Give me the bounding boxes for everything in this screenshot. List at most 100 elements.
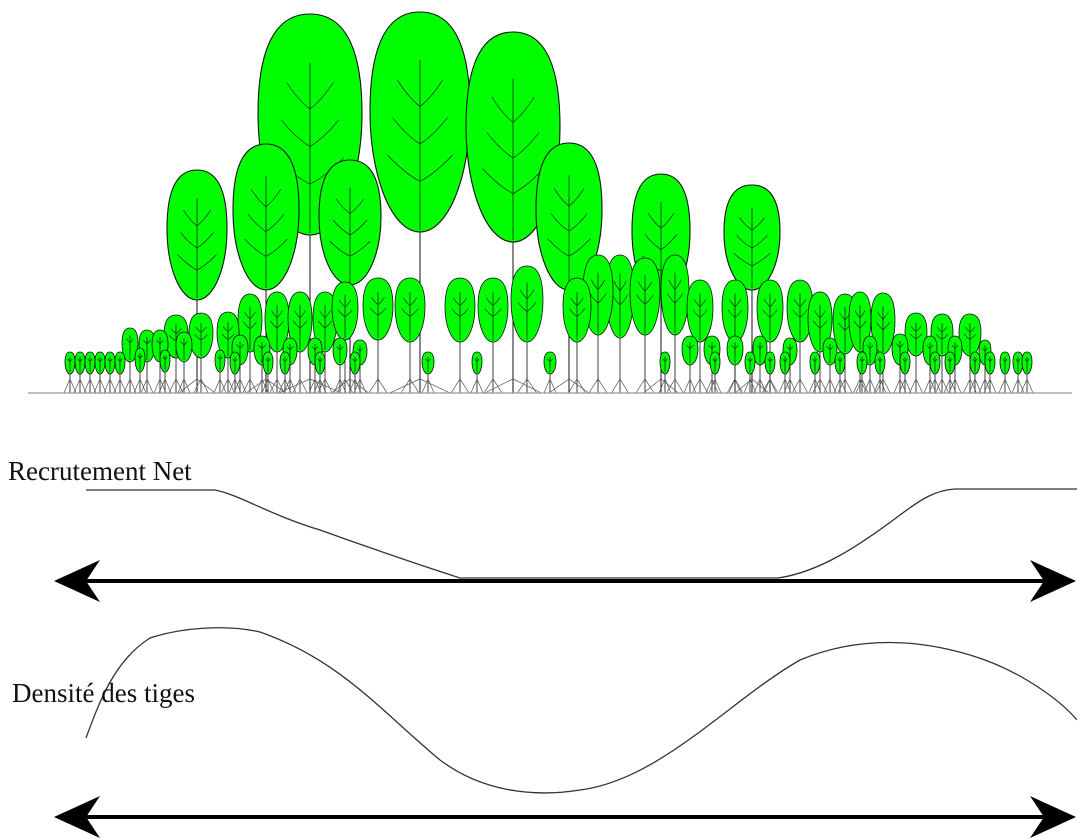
tree-crown	[807, 291, 833, 353]
tree-root	[178, 378, 216, 394]
tree-crown	[999, 351, 1011, 375]
tree-crown	[944, 351, 956, 375]
tree-crown	[104, 351, 116, 375]
tree-crown	[744, 351, 756, 375]
tree-root	[133, 378, 147, 394]
tree-root	[691, 378, 709, 394]
tree-crown	[114, 351, 126, 375]
tree-root	[791, 378, 809, 394]
tree-root	[734, 378, 770, 394]
tree-root	[743, 378, 757, 394]
tree-root	[635, 378, 655, 394]
tree-crown	[723, 184, 781, 291]
tree-root	[666, 378, 684, 394]
recruitment-curve	[86, 488, 1077, 579]
tree-crown	[214, 349, 226, 373]
tree-crown	[94, 351, 106, 375]
tree-root	[812, 378, 828, 394]
tree-crown	[834, 351, 846, 375]
tree-root	[705, 378, 719, 394]
tree-root	[808, 378, 822, 394]
tree-root	[103, 378, 117, 394]
tree-crown	[331, 281, 359, 341]
tree-crown	[660, 254, 690, 336]
tree-crown	[779, 351, 791, 375]
tree-root	[278, 378, 292, 394]
tree-roots	[63, 378, 1034, 394]
tree-root	[855, 378, 869, 394]
tree-crown	[166, 169, 228, 301]
tree-crown	[752, 335, 768, 366]
tree-root	[63, 378, 77, 394]
tree-root	[588, 378, 608, 394]
tree-crown	[958, 313, 982, 357]
tree-root	[83, 378, 97, 394]
tree-crown	[969, 351, 981, 375]
tree-crown	[362, 277, 394, 341]
tree-root	[948, 378, 962, 394]
tree-crown	[159, 349, 171, 373]
tree-crown	[809, 351, 821, 375]
tree-root	[568, 378, 586, 394]
tree-root	[213, 378, 227, 394]
tree-root	[93, 378, 107, 394]
tree-root	[517, 378, 537, 394]
tree-root	[968, 378, 982, 394]
tree-crown	[1021, 351, 1033, 375]
tree-root	[368, 378, 388, 394]
tree-crown	[188, 312, 214, 359]
tree-root	[909, 378, 923, 394]
tree-root	[317, 378, 333, 394]
tree-root	[292, 378, 308, 394]
tree-crown	[175, 331, 193, 363]
tree-root	[923, 378, 937, 394]
tree-root	[893, 378, 907, 394]
tree-root	[611, 378, 629, 394]
tree-root	[331, 378, 369, 394]
tree-crown	[721, 279, 749, 343]
tree-root	[763, 378, 777, 394]
tree-root	[1020, 378, 1034, 394]
tree-root	[283, 378, 297, 394]
recruitment-label: Recrutement Net	[8, 456, 192, 486]
tree-crown	[287, 291, 313, 353]
tree-crown	[332, 337, 348, 366]
tree-root	[177, 378, 191, 394]
tree-root	[548, 378, 590, 394]
tree-root	[898, 378, 912, 394]
tree-crown	[764, 351, 776, 375]
tree-root	[113, 378, 127, 394]
tree-crown	[229, 351, 241, 375]
tree-crown	[444, 277, 476, 343]
tree-crown	[659, 351, 671, 375]
tree-root	[123, 378, 137, 394]
tree-crown	[899, 351, 911, 375]
forest-profile	[64, 11, 1033, 375]
tree-root	[728, 378, 742, 394]
tree-root	[333, 378, 347, 394]
tree-crown	[904, 312, 928, 357]
tree-root	[484, 378, 542, 394]
tree-crown	[121, 327, 139, 363]
tree-root	[308, 378, 322, 394]
tree-root	[193, 378, 209, 394]
stem-density-label: Densité des tiges	[12, 678, 195, 708]
tree-root	[873, 378, 887, 394]
tree-crown	[1012, 351, 1024, 375]
tree-root	[255, 378, 269, 394]
tree-crown	[84, 351, 96, 375]
tree-crown	[929, 351, 941, 375]
tree-crown	[279, 351, 291, 375]
tree-root	[228, 378, 242, 394]
tree-root	[823, 378, 837, 394]
tree-crown	[262, 351, 274, 375]
tree-crown	[134, 347, 146, 373]
tree-root	[783, 378, 797, 394]
tree-crown	[394, 277, 426, 343]
tree-root	[336, 378, 354, 394]
tree-root	[353, 378, 367, 394]
tree-root	[753, 378, 767, 394]
tree-crown	[562, 277, 592, 343]
tree-root	[863, 378, 877, 394]
